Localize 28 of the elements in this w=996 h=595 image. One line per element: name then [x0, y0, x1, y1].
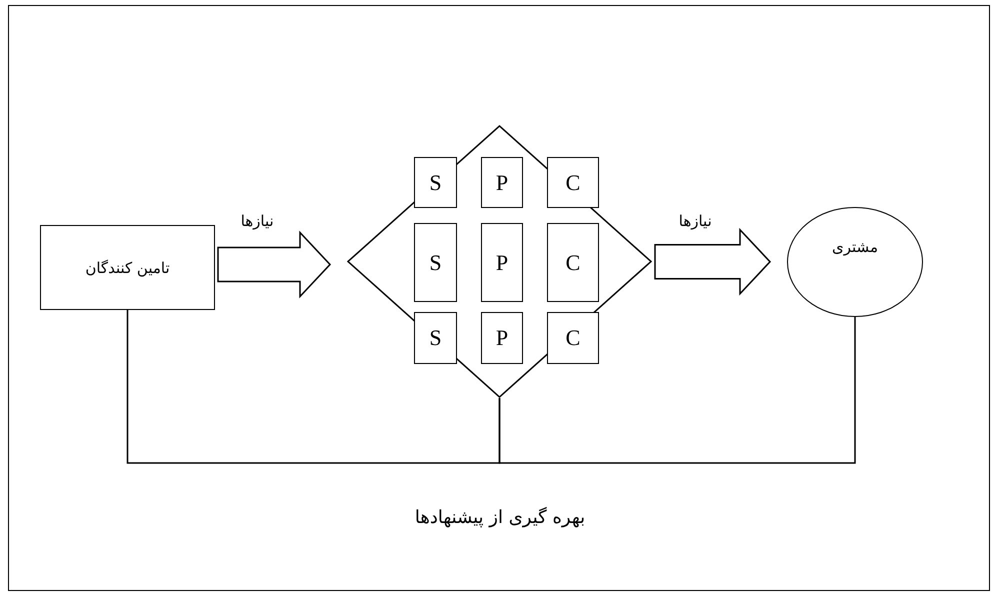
- letter-box: [414, 223, 457, 302]
- letter-box: [414, 157, 457, 208]
- letter-box: [547, 312, 599, 364]
- node-text: C: [566, 250, 580, 276]
- node-text: S: [429, 170, 442, 196]
- block-arrow: [217, 230, 332, 298]
- node-text: P: [496, 170, 508, 196]
- block-arrow: [654, 228, 772, 296]
- edge-label: نیازها: [240, 212, 274, 230]
- connector-line: [498, 317, 856, 464]
- node-text: تامین کنندگان: [85, 258, 170, 276]
- process-box: [40, 225, 215, 310]
- node-text: C: [566, 325, 580, 351]
- node-text: C: [566, 170, 580, 196]
- caption-text: بهره گیری از پیشنهادها: [414, 507, 586, 528]
- node-text: مشتری: [832, 238, 878, 256]
- letter-box: [481, 157, 523, 208]
- node-text: P: [496, 250, 508, 276]
- letter-box: [481, 223, 523, 302]
- connector-line: [126, 310, 500, 464]
- edge-label: نیازها: [678, 212, 712, 230]
- letter-box: [414, 312, 457, 364]
- letter-box: [547, 223, 599, 302]
- node-text: P: [496, 325, 508, 351]
- node-text: S: [429, 325, 442, 351]
- node-text: S: [429, 250, 442, 276]
- letter-box: [481, 312, 523, 364]
- letter-box: [547, 157, 599, 208]
